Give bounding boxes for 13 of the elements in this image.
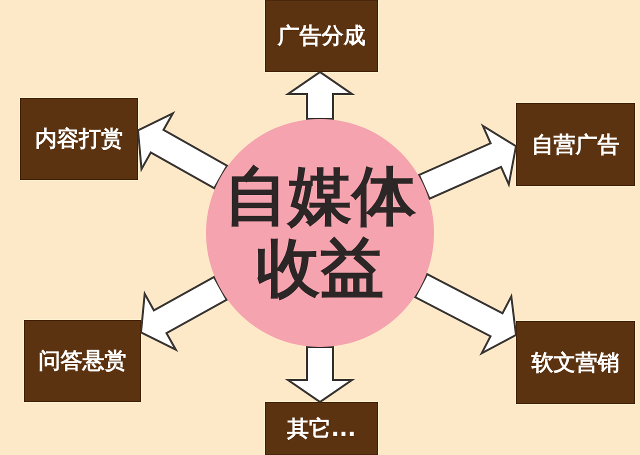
center-circle: 自媒体收益 [206,119,434,347]
block-arrow [140,276,228,352]
label-box: 广告分成 [265,0,378,72]
label-box: 软文营销 [516,321,635,404]
block-arrow [136,110,228,190]
block-arrow [284,346,356,404]
block-arrow [284,70,356,120]
block-arrow [418,123,518,200]
label-box: 其它... [265,402,378,455]
label-box: 内容打赏 [20,98,138,180]
label-box: 自营广告 [516,103,635,186]
block-arrow [414,272,518,356]
label-box: 问答悬赏 [24,320,141,402]
